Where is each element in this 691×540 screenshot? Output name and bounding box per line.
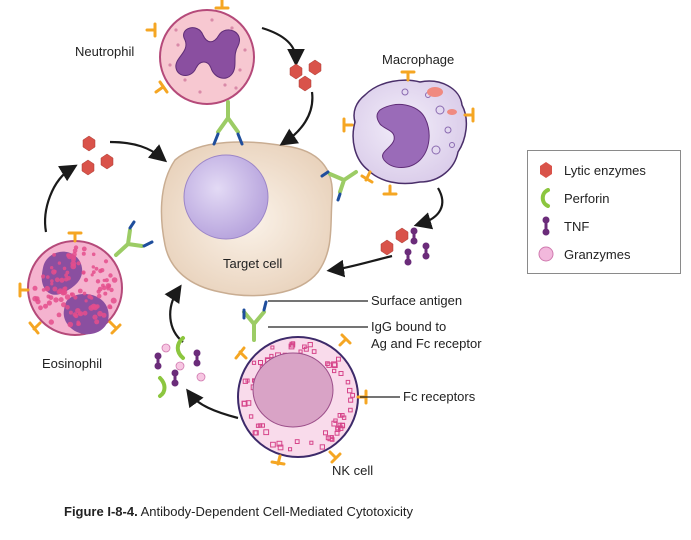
eosinophil-label: Eosinophil — [42, 356, 102, 371]
target-cell-nucleus — [183, 154, 269, 240]
figure-number: Figure I-8-4. — [64, 504, 138, 519]
hexagon-icon — [540, 162, 552, 178]
legend-item-granzymes: Granzymes — [536, 243, 630, 265]
fc-receptors-label: Fc receptors — [403, 389, 476, 404]
neutrophil-label: Neutrophil — [75, 44, 135, 59]
surface-antigen-label: Surface antigen — [371, 293, 463, 308]
igg-label-line1: IgG bound to — [371, 319, 447, 334]
legend-label: Lytic enzymes — [564, 162, 646, 178]
legend-label: TNF — [564, 218, 590, 234]
tnf-molecules — [154, 227, 430, 387]
crescent-icon — [540, 188, 550, 208]
legend: Lytic enzymes Perforin TNF Granzymes — [527, 150, 681, 274]
target-cell — [160, 141, 334, 297]
granzyme-circles — [161, 343, 206, 382]
eosinophil-cell — [27, 240, 123, 336]
macrophage-label: Macrophage — [382, 52, 455, 67]
figure-title: Antibody-Dependent Cell-Mediated Cytotox… — [140, 504, 414, 519]
fc-receptors — [18, 0, 475, 466]
legend-item-tnf: TNF — [536, 215, 589, 237]
macrophage-cell — [352, 79, 468, 185]
perforin-crescents — [158, 336, 185, 398]
figure-caption: Figure I-8-4. Antibody-Dependent Cell-Me… — [64, 504, 413, 519]
nk-cell-label: NK cell — [332, 463, 374, 478]
igg-label-line2: Ag and Fc receptor — [371, 336, 482, 351]
neutrophil-cell — [159, 9, 255, 105]
process-arrows — [44, 26, 444, 420]
legend-label: Granzymes — [564, 246, 631, 262]
nk-cell — [237, 336, 359, 458]
legend-item-perforin: Perforin — [536, 187, 610, 209]
legend-item-lytic-enzymes: Lytic enzymes — [536, 159, 646, 181]
target-cell-label: Target cell — [223, 256, 283, 271]
legend-label: Perforin — [564, 190, 610, 206]
circle-icon — [538, 246, 554, 262]
dumbbell-icon — [542, 216, 550, 236]
callout-lines — [268, 300, 400, 398]
lytic-enzyme-hexagons — [81, 59, 409, 256]
igg-antibodies — [114, 100, 358, 342]
